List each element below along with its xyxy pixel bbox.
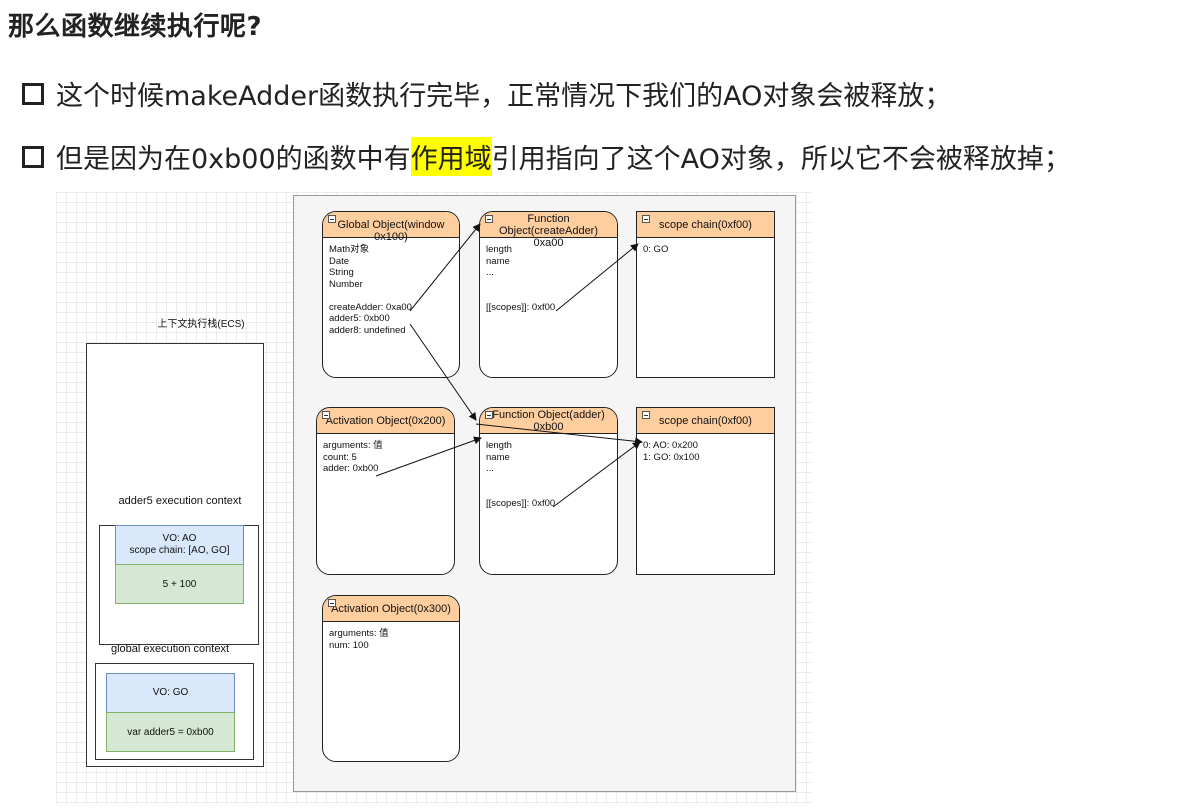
prop-line: adder5: 0xb00	[329, 313, 390, 324]
adder5-vo-box: VO: AO scope chain: [AO, GO]	[115, 525, 244, 565]
scope-diagram: 上下文执行栈(ECS) adder5 execution context VO:…	[56, 192, 812, 804]
activation-object-0x300: Activation Object(0x300) arguments: 值 nu…	[322, 595, 460, 762]
adder5-code-box: 5 + 100	[115, 564, 244, 604]
bullet-text: 但是因为在0xb00的函数中有	[56, 144, 411, 175]
activation-object-title: Activation Object(0x300)	[331, 603, 451, 615]
bullet-text-tail: 引用指向了这个AO对象，所以它不会被释放掉；	[491, 144, 1071, 175]
collapse-icon[interactable]	[328, 215, 336, 223]
prop-line: arguments: 值	[329, 628, 389, 639]
scope-chain-line: scope chain: [AO, GO]	[129, 545, 230, 556]
scope-chain-body: 0: GO	[637, 238, 774, 256]
function-object-body: length name ... [[scopes]]: 0xf00	[480, 238, 617, 313]
square-bullet-icon	[22, 82, 44, 105]
global-context-label: global execution context	[110, 643, 230, 655]
collapse-icon[interactable]	[485, 411, 493, 419]
scope-chain-2: scope chain(0xf00) 0: AO: 0x200 1: GO: 0…	[636, 407, 775, 575]
prop-line: ...	[486, 463, 494, 474]
prop-line: 0: AO: 0x200	[643, 440, 698, 451]
activation-object-header: Activation Object(0x200)	[317, 408, 454, 434]
prop-line: length	[486, 244, 512, 255]
collapse-icon[interactable]	[322, 411, 330, 419]
activation-object-title: Activation Object(0x200)	[325, 415, 446, 427]
highlighted-term: 作用域	[410, 137, 492, 176]
global-object: Global Object(window 0x100) Math对象 Date …	[322, 211, 460, 378]
prop-line: createAdder: 0xa00	[329, 301, 412, 313]
collapse-icon[interactable]	[642, 411, 650, 419]
vo-line: VO: GO	[152, 687, 189, 698]
function-object-createadder: Function Object(createAdder) 0xa00 lengt…	[479, 211, 618, 378]
collapse-icon[interactable]	[328, 599, 336, 607]
page-heading: 那么函数继续执行呢?	[8, 12, 263, 42]
prop-line: Math对象	[329, 244, 370, 255]
global-object-header: Global Object(window 0x100)	[323, 212, 459, 243]
prop-line: arguments: 值	[323, 440, 383, 451]
function-object-title: Function Object(createAdder)	[498, 213, 599, 237]
prop-line: length	[486, 440, 512, 451]
collapse-icon[interactable]	[642, 215, 650, 223]
scope-chain-header: scope chain(0xf00)	[637, 408, 774, 434]
scope-chain-1: scope chain(0xf00) 0: GO	[636, 211, 775, 378]
square-bullet-icon	[22, 145, 44, 168]
scope-chain-title: scope chain(0xf00)	[659, 219, 752, 231]
prop-line: 0: GO	[643, 244, 669, 255]
activation-object-0x200: Activation Object(0x200) arguments: 值 co…	[316, 407, 455, 575]
function-object-header: Function Object(adder) 0xb00	[480, 408, 617, 434]
global-vo-box: VO: GO	[106, 673, 235, 713]
adder5-context-label: adder5 execution context	[118, 495, 242, 507]
prop-line: [[scopes]]: 0xf00	[486, 301, 556, 313]
prop-line: adder8: undefined	[329, 324, 406, 336]
prop-line: name	[486, 255, 510, 267]
function-object-adder: Function Object(adder) 0xb00 length name…	[479, 407, 618, 575]
prop-line: count: 5	[323, 451, 357, 463]
function-object-address: 0xb00	[533, 421, 564, 433]
prop-line: num: 100	[329, 639, 369, 651]
bullet-item-2: 但是因为在0xb00的函数中有作用域引用指向了这个AO对象，所以它不会被释放掉；	[22, 137, 1071, 176]
function-object-body: length name ... [[scopes]]: 0xf00	[480, 434, 617, 509]
global-code-box: var adder5 = 0xb00	[106, 712, 235, 752]
prop-line: ...	[486, 267, 494, 278]
function-object-title: Function Object(adder)	[492, 409, 605, 421]
prop-line: adder: 0xb00	[323, 463, 379, 474]
vo-line: VO: AO	[162, 533, 197, 544]
prop-line: String	[329, 267, 354, 278]
scope-chain-body: 0: AO: 0x200 1: GO: 0x100	[637, 434, 774, 463]
function-object-header: Function Object(createAdder) 0xa00	[480, 212, 617, 249]
prop-line: 1: GO: 0x100	[643, 451, 700, 463]
global-object-body: Math对象 Date String Number createAdder: 0…	[323, 238, 459, 336]
bullet-text: 这个时候makeAdder函数执行完毕，正常情况下我们的AO对象会被释放；	[56, 81, 952, 112]
prop-line: name	[486, 451, 510, 463]
scope-chain-header: scope chain(0xf00)	[637, 212, 774, 238]
activation-object-body: arguments: 值 num: 100	[323, 622, 459, 651]
activation-object-header: Activation Object(0x300)	[323, 596, 459, 622]
function-object-address: 0xa00	[533, 237, 564, 249]
collapse-icon[interactable]	[485, 215, 493, 223]
bullet-item-1: 这个时候makeAdder函数执行完毕，正常情况下我们的AO对象会被释放；	[22, 74, 951, 113]
activation-object-body: arguments: 值 count: 5 adder: 0xb00	[317, 434, 454, 475]
scope-chain-title: scope chain(0xf00)	[659, 415, 752, 427]
prop-line: Number	[329, 278, 363, 290]
ecs-label: 上下文执行栈(ECS)	[157, 319, 245, 330]
prop-line: [[scopes]]: 0xf00	[486, 497, 556, 509]
prop-line: Date	[329, 255, 350, 267]
